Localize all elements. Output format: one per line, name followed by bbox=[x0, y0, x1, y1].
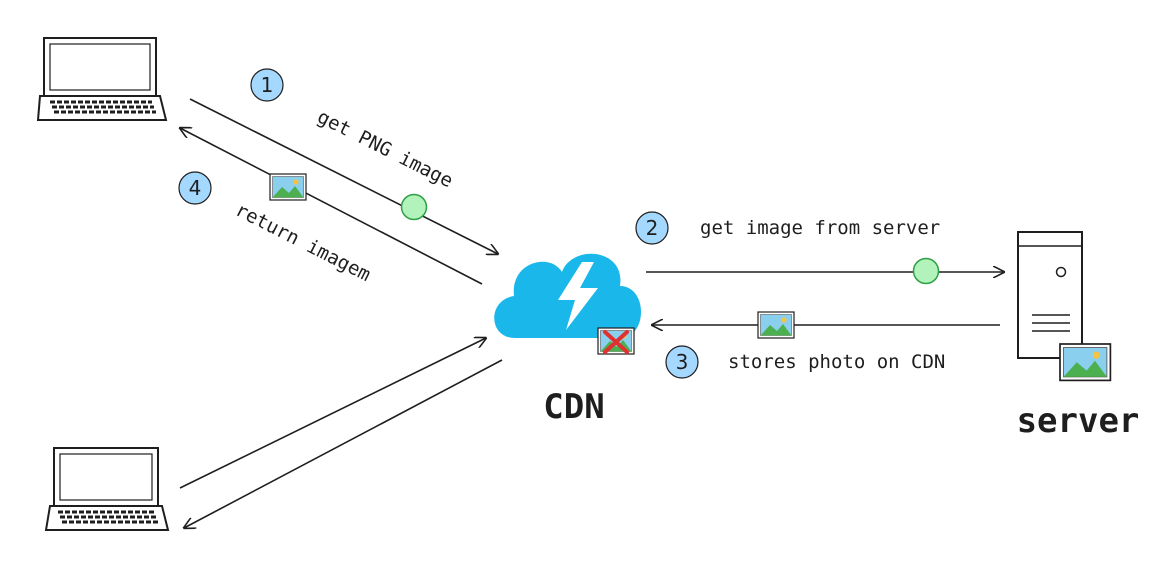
payload-photo-step-4 bbox=[269, 173, 307, 201]
laptop-icon bbox=[36, 37, 168, 121]
request-dot-step-1 bbox=[400, 193, 428, 221]
step-badge-1: 1 bbox=[250, 68, 284, 102]
step-badge-4: 4 bbox=[178, 171, 212, 205]
response-arrow-step-4 bbox=[180, 128, 483, 285]
step-badge-3: 3 bbox=[665, 345, 699, 379]
server-tower-icon bbox=[1017, 231, 1083, 359]
svg-text:1: 1 bbox=[261, 73, 274, 97]
cloud-bolt-icon bbox=[494, 253, 641, 338]
step-label-3: stores photo on CDN bbox=[728, 351, 945, 373]
svg-text:3: 3 bbox=[676, 350, 689, 374]
svg-text:4: 4 bbox=[189, 176, 202, 200]
cache-miss-photo-icon bbox=[597, 327, 635, 355]
request-dot-step-2 bbox=[912, 257, 940, 285]
laptop-icon bbox=[44, 447, 170, 531]
cdn-label: CDN bbox=[543, 387, 604, 427]
svg-text:2: 2 bbox=[646, 216, 659, 240]
payload-photo-step-3 bbox=[757, 311, 795, 339]
step-label-4: return imagem bbox=[232, 199, 374, 286]
step-label-1: get PNG image bbox=[314, 106, 457, 192]
response-arrow-bottom-client bbox=[184, 359, 503, 528]
request-arrow-step-1 bbox=[189, 98, 498, 254]
step-label-2: get image from server bbox=[700, 217, 940, 239]
stored-photo-icon bbox=[1059, 343, 1112, 382]
request-arrow-bottom-client bbox=[179, 338, 486, 489]
server-label: server bbox=[1017, 401, 1140, 441]
step-badge-2: 2 bbox=[635, 211, 669, 245]
